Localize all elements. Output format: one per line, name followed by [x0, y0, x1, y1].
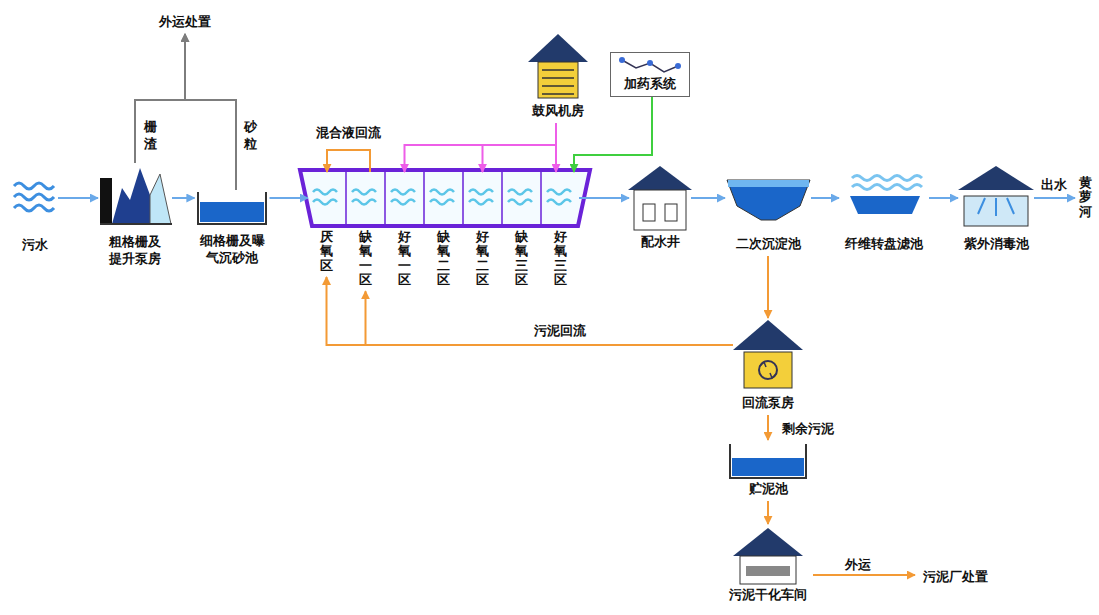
flow-label: 混合液回流	[314, 124, 383, 141]
node-label: 细格栅及曝 气沉砂池	[195, 232, 270, 266]
flow-arrow	[929, 197, 958, 199]
flow-label: 栅渣	[144, 117, 157, 153]
flow-arrow	[270, 197, 309, 199]
node-label: 粗格栅及 提升泵房	[98, 233, 172, 267]
return-pump-house-icon	[733, 320, 803, 388]
blower-house-icon	[528, 34, 588, 98]
process-node: 缺氧二区	[425, 172, 462, 291]
flow-arrow	[574, 97, 652, 172]
node-label: 厌氧区	[320, 230, 333, 273]
node-label: 二次沉淀池	[725, 235, 811, 252]
bioreactor-outline	[300, 170, 590, 226]
process-node: 污泥厂处置	[915, 568, 995, 589]
coarse-screen-icon	[100, 168, 172, 224]
process-node: 好氧三区	[542, 172, 579, 291]
process-node: 厌氧区	[308, 172, 345, 277]
flow-label: 剩余污泥	[780, 420, 836, 437]
flow-label: 出水	[1039, 176, 1069, 193]
flow-arrow	[691, 197, 725, 199]
node-label: 纤维转盘滤池	[839, 235, 929, 252]
flow-arrow	[366, 291, 734, 345]
process-node: 纤维转盘滤池	[839, 172, 929, 256]
flow-arrow	[327, 277, 734, 345]
node-label: 外运处置	[147, 13, 223, 30]
flow-arrow	[767, 501, 769, 524]
sewage-waves	[14, 183, 54, 211]
node-label: 配水井	[629, 233, 691, 250]
node-label: 污泥厂处置	[915, 568, 995, 585]
process-node: 回流泵房	[733, 318, 803, 415]
sludge-tank-icon	[730, 444, 806, 478]
node-label: 好氧一区	[398, 230, 411, 287]
flow-arrow	[767, 256, 769, 318]
reactor-zones	[313, 172, 571, 224]
process-node: 细格栅及曝 气沉砂池	[195, 190, 270, 270]
distribution-well-icon	[628, 166, 692, 230]
flow-label: 砂粒	[244, 117, 257, 153]
node-label: 加药系统	[611, 75, 689, 92]
node-label: 缺氧一区	[359, 230, 372, 287]
flow-arrow	[483, 123, 557, 172]
grit-chamber-icon	[198, 192, 266, 224]
flow-arrow	[172, 197, 195, 199]
disc-filter-icon	[850, 176, 922, 215]
uv-disinfection-icon	[958, 166, 1034, 226]
clarifier-icon	[727, 180, 810, 220]
process-node: 缺氧一区	[347, 172, 384, 291]
flow-label: 污泥回流	[532, 322, 588, 339]
flow-arrow	[58, 197, 98, 199]
process-node: 鼓风机房	[526, 30, 590, 123]
flow-arrow	[405, 123, 557, 172]
process-node: 好氧一区	[386, 172, 423, 291]
flow-arrow	[327, 150, 370, 172]
flow-arrow	[579, 197, 629, 199]
process-node: 污泥干化车间	[723, 524, 813, 607]
sludge-drying-house-icon	[733, 528, 803, 584]
process-node: 污水	[12, 178, 58, 257]
process-node: 粗格栅及 提升泵房	[98, 163, 172, 271]
node-label: 贮泥池	[730, 480, 806, 497]
process-node: 黄萝河	[1075, 176, 1095, 223]
node-label: 黄萝河	[1079, 176, 1092, 219]
process-node: 配水井	[629, 165, 691, 254]
node-label: 好氧二区	[476, 230, 489, 287]
flow-arrow	[767, 415, 769, 440]
flow-arrow	[135, 34, 185, 163]
flow-arrow	[811, 197, 839, 199]
flow-arrow	[185, 34, 236, 190]
process-node: 二次沉淀池	[725, 175, 811, 256]
process-node: 好氧二区	[464, 172, 501, 291]
flow-arrow	[1034, 197, 1075, 199]
process-node: 加药系统	[610, 52, 690, 97]
node-label: 污泥干化车间	[723, 586, 813, 603]
node-label: 污水	[12, 236, 58, 253]
process-node: 贮泥池	[730, 440, 806, 501]
process-node: 紫外消毒池	[958, 166, 1034, 256]
flow-label: 外运	[843, 556, 873, 573]
node-label: 好氧三区	[554, 230, 567, 287]
process-node: 缺氧三区	[503, 172, 540, 291]
node-label: 鼓风机房	[526, 102, 590, 119]
flow-arrow	[555, 123, 557, 172]
node-label: 回流泵房	[733, 394, 803, 411]
node-label: 缺氧三区	[515, 230, 528, 287]
node-label: 缺氧二区	[437, 230, 450, 287]
process-node: 外运处置	[147, 13, 223, 34]
flow-arrow	[813, 574, 915, 576]
node-label: 紫外消毒池	[958, 235, 1034, 252]
dosing-icon	[619, 57, 681, 72]
